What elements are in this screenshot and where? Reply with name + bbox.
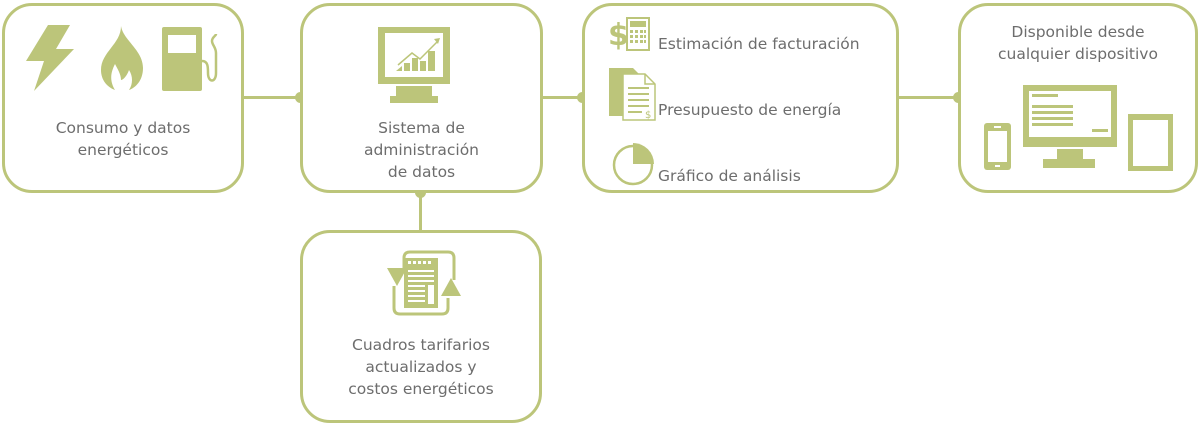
lightning-bolt-icon (26, 25, 74, 91)
tablet-icon (1128, 114, 1173, 171)
label-line: Disponible desde (1011, 23, 1145, 41)
dollar-calculator-icon: $ (608, 17, 650, 53)
node-energy-data: Consumo y datos energéticos (2, 3, 244, 193)
budget-document-icon: $ (609, 68, 656, 121)
label-line: cualquier dispositivo (998, 45, 1158, 63)
label-line: administración (363, 141, 480, 159)
svg-text:$: $ (645, 110, 651, 121)
node-outputs: $ Estimación de facturación $ Presupuest… (582, 3, 899, 193)
node-any-device: Disponible desde cualquier dispositivo (958, 3, 1198, 193)
connector-system-to-tariffs (419, 192, 422, 232)
flame-icon (101, 26, 143, 90)
svg-text:$: $ (608, 18, 629, 53)
node-label: Consumo y datos energéticos (5, 117, 241, 161)
smartphone-icon (984, 123, 1011, 170)
connector-energy-to-system (243, 96, 300, 99)
node-management-system: Sistema de administración de datos (300, 3, 543, 193)
fuel-pump-icon (162, 27, 218, 91)
desktop-monitor-icon (1023, 85, 1117, 168)
label-line: Sistema de (378, 119, 465, 137)
output-item-budget: Presupuesto de energía (658, 101, 842, 119)
label-line: actualizados y (365, 358, 477, 376)
pie-chart-icon (612, 143, 654, 186)
output-item-billing: Estimación de facturación (658, 35, 860, 53)
connector-outputs-to-devices (898, 96, 958, 99)
label-line: Consumo y datos (55, 119, 191, 137)
connector-system-to-outputs (542, 96, 582, 99)
node-label: Disponible desde cualquier dispositivo (961, 21, 1195, 65)
node-label: Sistema de administración de datos (303, 117, 540, 183)
monitor-chart-icon (378, 27, 450, 103)
label-line: energéticos (77, 141, 169, 159)
label-line: de datos (387, 163, 456, 181)
output-item-chart: Gráfico de análisis (658, 167, 801, 185)
label-line: costos energéticos (348, 380, 494, 398)
label-line: Cuadros tarifarios (352, 336, 490, 354)
node-label: Cuadros tarifarios actualizados y costos… (303, 334, 539, 400)
refresh-document-icon (387, 250, 461, 316)
node-tariffs: Cuadros tarifarios actualizados y costos… (300, 230, 542, 423)
